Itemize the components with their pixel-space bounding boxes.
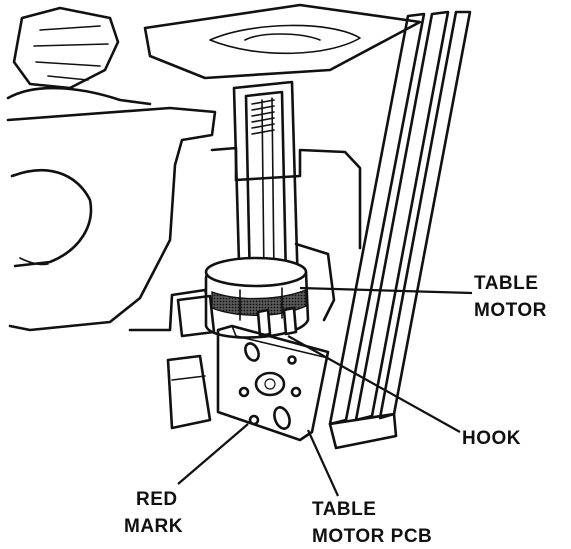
label-pcb-line2: MOTOR PCB <box>312 526 432 547</box>
leader-pcb <box>306 429 340 497</box>
leader-hook <box>287 335 461 433</box>
label-pcb-line1: TABLE <box>312 499 376 520</box>
label-hook: HOOK <box>462 428 521 449</box>
leader-red-mark <box>177 423 249 485</box>
leader-table-motor <box>299 286 473 295</box>
hook <box>256 306 298 338</box>
label-red-mark-line2: MARK <box>124 516 183 537</box>
label-table-motor-line1: TABLE <box>474 273 538 294</box>
label-red-mark-line1: RED <box>136 489 178 510</box>
label-table-motor-line2: MOTOR <box>474 300 547 321</box>
spring-icon <box>251 99 275 135</box>
table-motor <box>176 242 336 339</box>
table-motor-pcb <box>216 324 330 442</box>
guide-rails <box>328 10 472 450</box>
chassis-frame <box>6 3 422 430</box>
